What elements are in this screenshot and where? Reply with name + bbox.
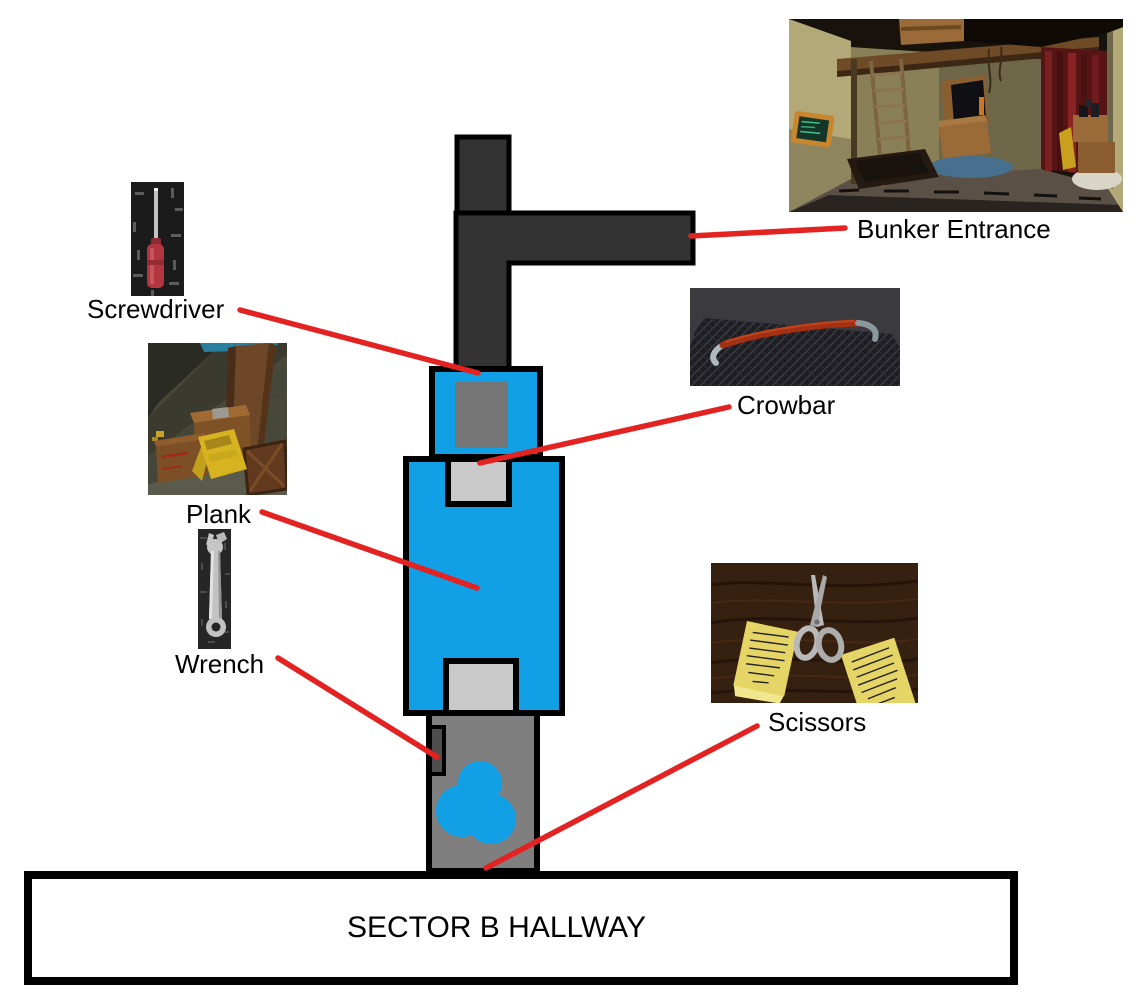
hallway-bar: [24, 871, 1018, 985]
crowbar-callout-line: [477, 404, 732, 466]
wrench-photo: [198, 529, 231, 649]
blue-puddle: [436, 761, 516, 844]
bunker-callout-line: [688, 225, 848, 239]
corridor-stub: [454, 134, 512, 216]
screwdriver-callout-line: [237, 307, 481, 376]
bunker-entrance-photo: [789, 19, 1123, 212]
crowbar-photo: [690, 288, 900, 386]
plank-callout-line: [259, 509, 480, 591]
door-top: [445, 456, 512, 507]
corridor-l-shape: [453, 210, 696, 372]
wrench-callout-line: [275, 655, 440, 760]
hallway-label: SECTOR B HALLWAY: [347, 911, 646, 944]
wall-panel: [428, 725, 446, 776]
bunker-entrance-label: Bunker Entrance: [857, 214, 1051, 244]
wrench-label: Wrench: [175, 649, 265, 679]
inner-gray-square: [455, 382, 508, 448]
door-bottom: [443, 658, 519, 716]
scissors-callout-line: [483, 723, 760, 871]
scissors-label: Scissors: [768, 707, 867, 737]
scissors-photo: [711, 563, 918, 703]
screwdriver-photo: [131, 182, 184, 296]
crowbar-label: Crowbar: [737, 390, 836, 420]
plank-label: Plank: [186, 499, 252, 529]
plank-photo: [148, 343, 287, 495]
screwdriver-label: Screwdriver: [87, 294, 225, 324]
